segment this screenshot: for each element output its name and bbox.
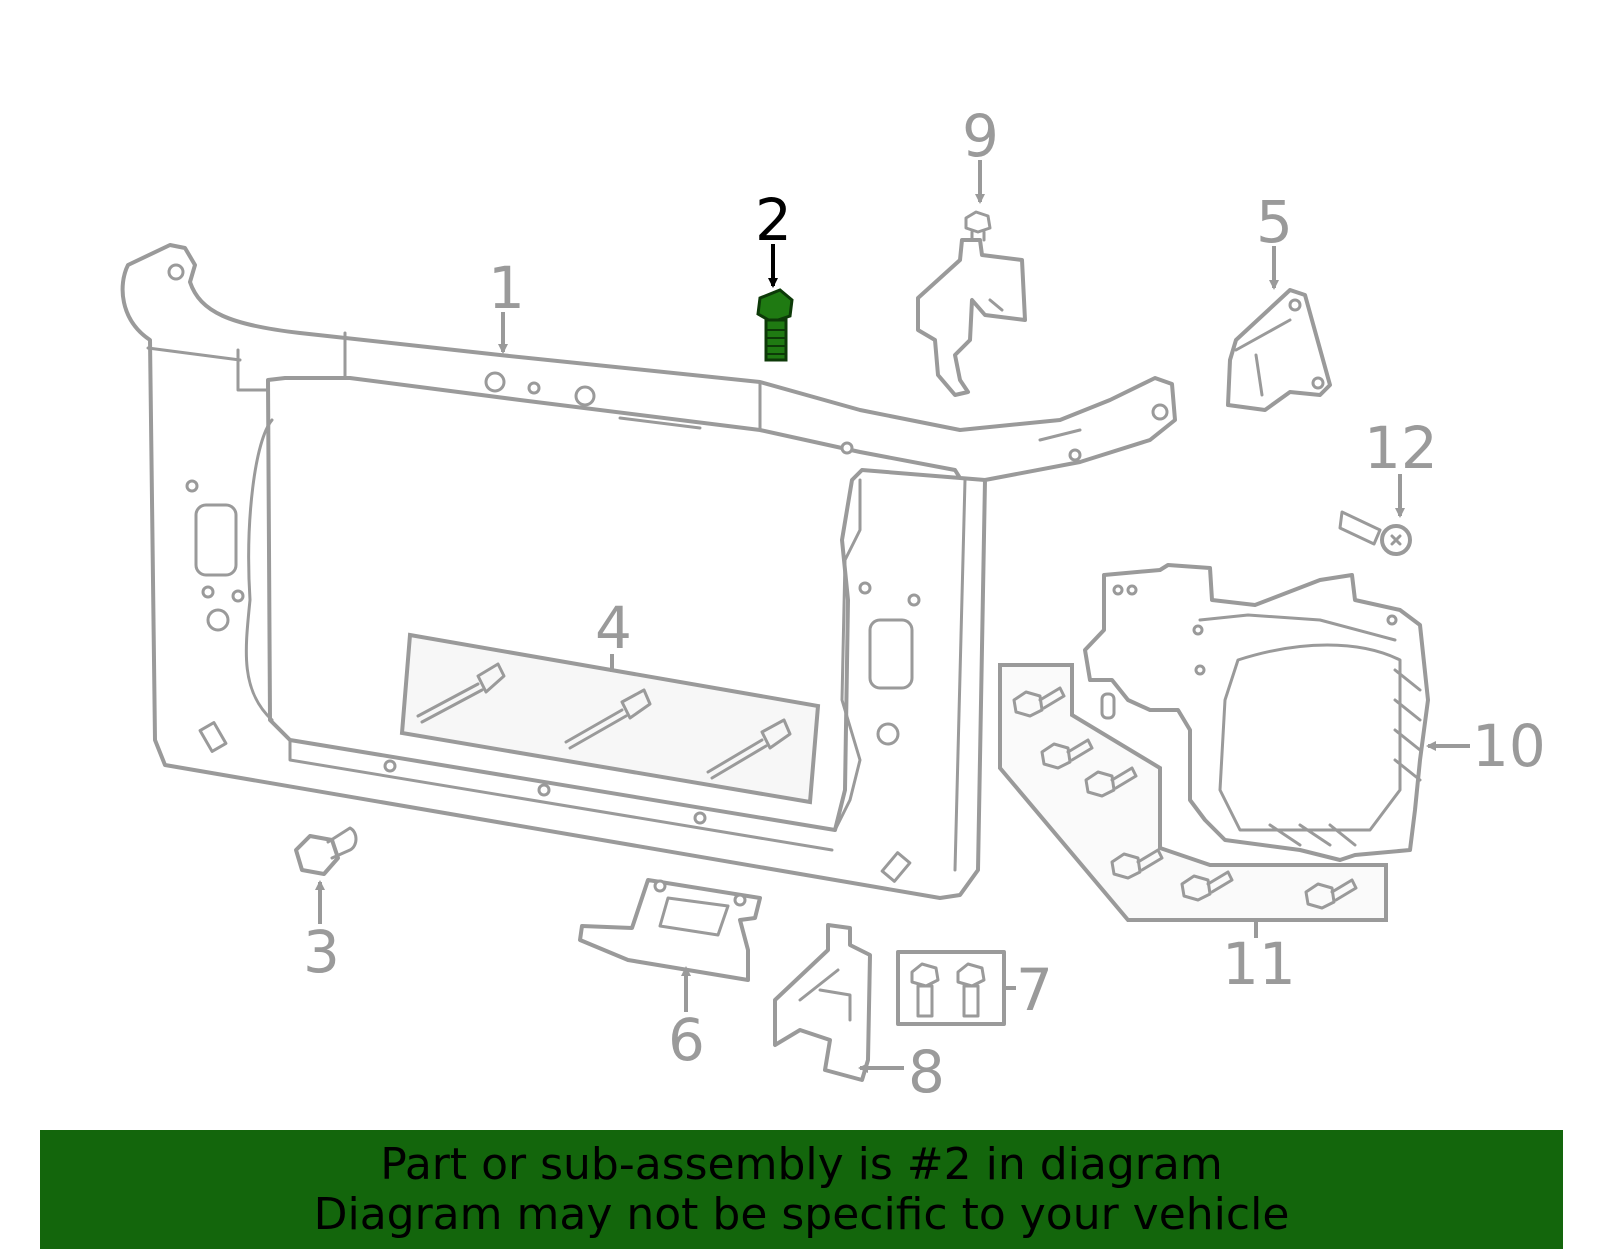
- screw-part-12: [1338, 510, 1412, 556]
- callout-5: 5: [1256, 188, 1293, 256]
- callout-12: 12: [1364, 414, 1438, 482]
- banner-line-disclaimer: Diagram may not be specific to your vehi…: [313, 1188, 1290, 1240]
- bolt-part-3: [294, 826, 358, 876]
- bracket-part-6: [578, 878, 762, 982]
- callout-7: 7: [1016, 956, 1053, 1024]
- bolt-kit-part-7: [896, 950, 1006, 1026]
- bracket-part-5: [1226, 288, 1332, 412]
- bolt-part-2-highlighted[interactable]: [756, 288, 794, 362]
- callout-1: 1: [488, 254, 525, 322]
- leader-lines: [315, 160, 1470, 1073]
- banner-line-part-info: Part or sub-assembly is #2 in diagram: [380, 1138, 1223, 1190]
- callout-4: 4: [595, 594, 632, 662]
- callout-6: 6: [668, 1006, 705, 1074]
- rivet-kit-part-4: [399, 632, 821, 805]
- bracket-part-8: [773, 923, 872, 1082]
- callout-3: 3: [303, 918, 340, 986]
- bracket-part-9: [916, 210, 1027, 397]
- info-banner: Part or sub-assembly is #2 in diagram Di…: [40, 1130, 1563, 1249]
- callout-10: 10: [1472, 712, 1546, 780]
- headlamp-bracket-part-10: [1083, 563, 1430, 862]
- callout-9: 9: [962, 102, 999, 170]
- callout-2[interactable]: 2: [755, 186, 792, 254]
- radiator-support-frame: [120, 243, 1177, 900]
- callout-11: 11: [1222, 930, 1296, 998]
- callout-8: 8: [908, 1038, 945, 1106]
- bolt-kit-part-11: [998, 663, 1388, 922]
- callout-labels: 1 2 3 4 5 6 7 8 9 10 11 12: [303, 102, 1546, 1106]
